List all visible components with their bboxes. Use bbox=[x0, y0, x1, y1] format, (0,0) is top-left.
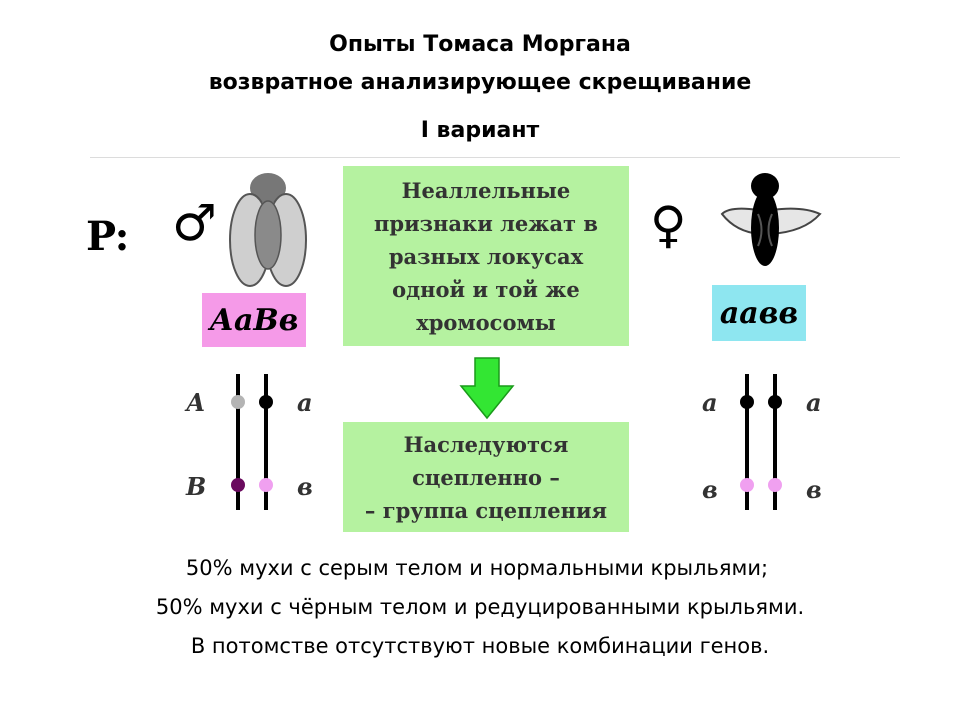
male-genotype: АаВв bbox=[209, 302, 299, 338]
male-symbol-icon: ♂ bbox=[172, 194, 217, 252]
info-box-bottom-line: Наследуются bbox=[403, 431, 569, 457]
info-box-top: Неаллельные признаки лежат в разных локу… bbox=[343, 166, 629, 346]
info-box-bottom-line: сцепленно – bbox=[412, 464, 560, 490]
info-box-top-line: Неаллельные bbox=[401, 177, 571, 203]
parents-label: P: bbox=[86, 213, 130, 260]
black-fly-icon bbox=[720, 173, 822, 266]
title-line-1: Опыты Томаса Моргана bbox=[329, 32, 631, 57]
female-gene-bottom-left: в bbox=[702, 475, 718, 504]
title-line-2: возвратное анализирующее скрещивание bbox=[208, 70, 752, 95]
result-line-3: В потомстве отсутствуют новые комбинации… bbox=[190, 634, 770, 658]
divider bbox=[90, 157, 900, 158]
male-gene-bottom-left: В bbox=[186, 472, 207, 501]
info-box-top-line: одной и той же bbox=[392, 276, 580, 302]
result-line-1: 50% мухи с серым телом и нормальными кры… bbox=[185, 556, 769, 580]
female-gene-bottom-right: в bbox=[806, 475, 822, 504]
male-gene-top-right: а bbox=[297, 388, 313, 417]
female-genotype: аавв bbox=[719, 295, 799, 331]
info-box-top-line: хромосомы bbox=[416, 309, 556, 335]
gray-fly-icon bbox=[229, 173, 307, 287]
info-box-bottom: Наследуются сцепленно – – группа сцеплен… bbox=[343, 422, 629, 532]
down-arrow-icon bbox=[459, 357, 515, 420]
female-symbol-icon: ♀ bbox=[650, 196, 687, 254]
info-box-bottom-line: – группа сцепления bbox=[364, 497, 608, 523]
male-chromosomes bbox=[231, 374, 273, 510]
male-gene-top-left: А bbox=[186, 388, 206, 417]
male-gene-bottom-right: в bbox=[297, 472, 313, 501]
info-box-top-line: признаки лежат в bbox=[374, 210, 598, 236]
female-genotype-box: аавв bbox=[712, 285, 806, 341]
female-gene-top-right: а bbox=[806, 388, 822, 417]
female-gene-top-left: а bbox=[702, 388, 718, 417]
female-chromosomes bbox=[740, 374, 782, 510]
result-line-2: 50% мухи с чёрным телом и редуцированным… bbox=[155, 595, 805, 619]
male-genotype-box: АаВв bbox=[202, 293, 306, 347]
info-box-top-line: разных локусах bbox=[388, 243, 584, 269]
title-line-3: I вариант bbox=[420, 118, 540, 143]
